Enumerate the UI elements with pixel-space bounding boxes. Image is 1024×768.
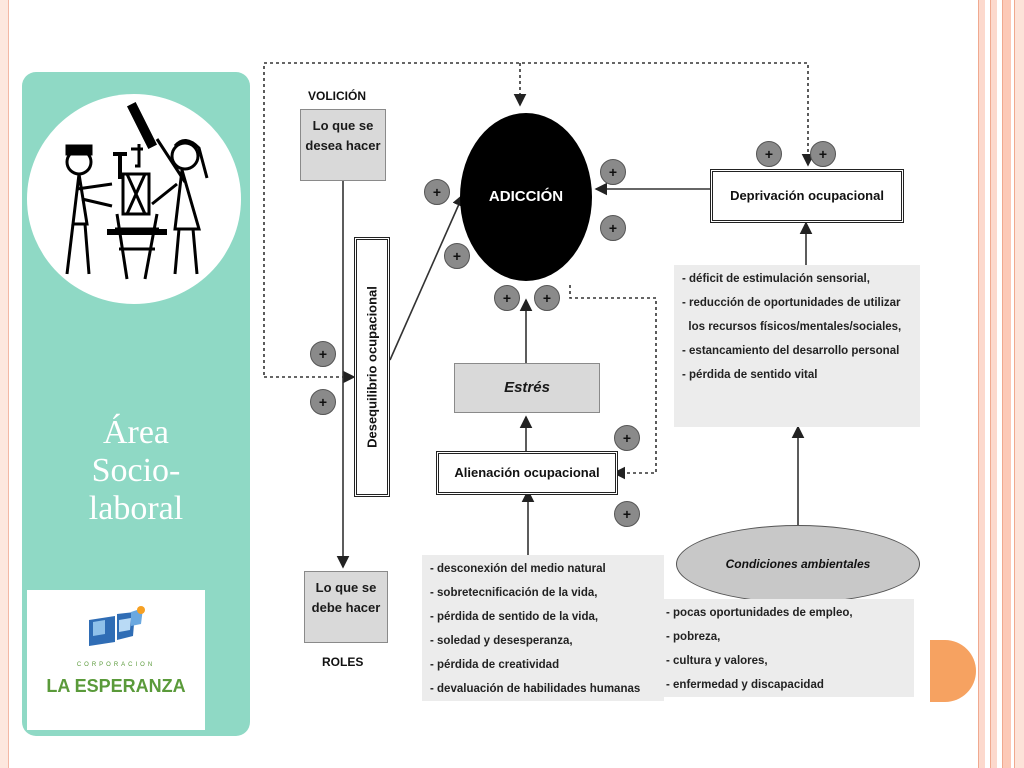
- list-item: - cultura y valores,: [666, 655, 768, 667]
- plus-icon: +: [614, 501, 640, 527]
- plus-icon: +: [614, 425, 640, 451]
- plus-icon: +: [424, 179, 450, 205]
- occupational-addiction-diagram: VOLICIÓN Lo que se desea hacer Lo que se…: [258, 55, 930, 705]
- plus-icon: +: [600, 215, 626, 241]
- desequilibrio-box: Desequilibrio ocupacional: [354, 237, 390, 497]
- plus-icon: +: [810, 141, 836, 167]
- logo-name: LA ESPERANZA: [46, 676, 186, 696]
- la-esperanza-logo: CORPORACION LA ESPERANZA: [27, 590, 205, 730]
- plus-icon: +: [756, 141, 782, 167]
- list-item: - sobretecnificación de la vida,: [430, 587, 598, 599]
- list-item: - soledad y desesperanza,: [430, 635, 573, 647]
- list-item: - pérdida de creatividad: [430, 659, 560, 671]
- condiciones-list: - pocas oportunidades de empleo, - pobre…: [658, 599, 914, 697]
- list-item: - reducción de oportunidades de utilizar: [682, 297, 901, 309]
- list-item: - estancamiento del desarrollo personal: [682, 345, 900, 357]
- list-item: - pocas oportunidades de empleo,: [666, 607, 853, 619]
- logo-subtitle: CORPORACION: [76, 662, 156, 668]
- plus-icon: +: [600, 159, 626, 185]
- list-item: - pérdida de sentido de la vida,: [430, 611, 599, 623]
- diagram-connectors: [263, 62, 815, 569]
- volicion-box: Lo que se desea hacer: [300, 109, 386, 181]
- title-line-1: Área: [102, 414, 170, 451]
- title-line-2: Socio-: [91, 452, 181, 489]
- volicion-label: VOLICIÓN: [308, 89, 367, 103]
- plus-icon: +: [310, 341, 336, 367]
- title-line-3: laboral: [88, 490, 184, 527]
- right-frame-border: [978, 0, 1024, 768]
- list-item: - déficit de estimulación sensorial,: [682, 273, 870, 285]
- roles-label: ROLES: [322, 655, 364, 669]
- workers-building-icon: [27, 94, 241, 304]
- list-item: - pérdida de sentido vital: [682, 369, 818, 381]
- plus-icon: +: [310, 389, 336, 415]
- page-title: Área Socio- laboral: [22, 414, 250, 528]
- list-item: - enfermedad y discapacidad: [666, 679, 824, 691]
- roles-box: Lo que se debe hacer: [304, 571, 388, 643]
- orange-accent-circle: [930, 640, 976, 702]
- list-item: - pobreza,: [666, 631, 721, 643]
- list-item: - desconexión del medio natural: [430, 563, 606, 575]
- alienacion-box: Alienación ocupacional: [436, 451, 618, 495]
- desequilibrio-label: Desequilibrio ocupacional: [364, 286, 380, 448]
- list-item: los recursos físicos/mentales/sociales,: [688, 321, 902, 333]
- deprivacion-box: Deprivación ocupacional: [710, 169, 904, 223]
- estres-box: Estrés: [454, 363, 600, 413]
- condiciones-ellipse: Condiciones ambientales: [676, 525, 920, 603]
- plus-icon: +: [534, 285, 560, 311]
- plus-icon: +: [494, 285, 520, 311]
- alienacion-list: - desconexión del medio natural - sobret…: [422, 555, 664, 701]
- plus-icon: +: [444, 243, 470, 269]
- list-item: - devaluación de habilidades humanas: [430, 683, 641, 695]
- left-frame-border: [0, 0, 9, 768]
- deprivacion-list: - déficit de estimulación sensorial, - r…: [674, 265, 920, 427]
- adiccion-node: ADICCIÓN: [460, 113, 592, 281]
